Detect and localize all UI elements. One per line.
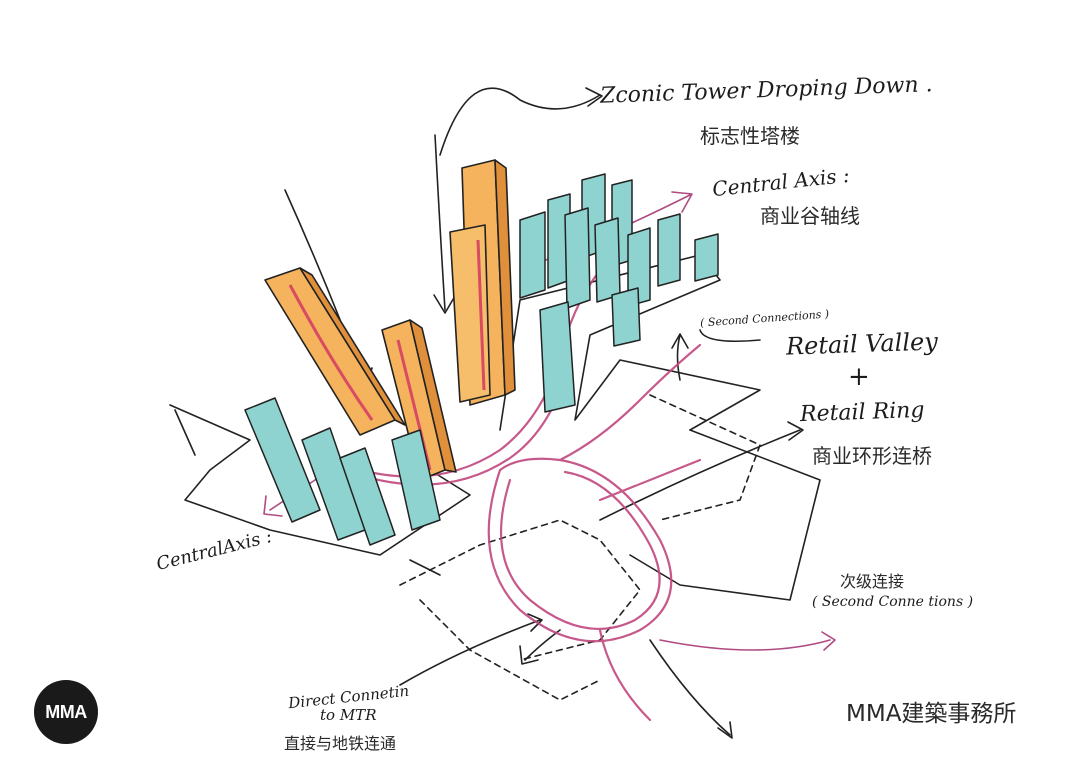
teal-tower-10 — [594, 217, 621, 303]
site-block-left-edge — [174, 409, 196, 456]
retail-ring-connector — [558, 343, 702, 462]
orange-tower-1-stripe — [288, 284, 374, 421]
central-axis-left-arrowhead — [263, 495, 283, 517]
direct-metro-label-line2: to MTR — [320, 706, 377, 724]
secondary-arrow-down — [649, 639, 731, 736]
up-arrow-head — [671, 333, 689, 349]
secondary-connection-label: ( Second Conne tions ) — [812, 594, 974, 610]
site-block-dashed-2 — [649, 394, 761, 521]
teal-tower-3 — [339, 447, 396, 546]
central-axis-top-arrowhead — [671, 191, 693, 213]
up-arrow — [676, 334, 681, 381]
plus-sign: + — [848, 362, 870, 392]
teal-tower-1 — [244, 397, 321, 523]
secondary-arrow-left — [524, 629, 561, 661]
teal-tower-12 — [657, 213, 681, 287]
retail-ring-label-cn: 商业环形连桥 — [812, 444, 932, 468]
teal-tower-5 — [519, 211, 546, 299]
metro-arrowhead — [527, 613, 543, 632]
site-block-dashed-5 — [409, 559, 441, 576]
orange-tower-4-stripe — [476, 239, 486, 391]
mma-logo: MMA — [34, 680, 98, 744]
teal-tower-9 — [564, 207, 591, 309]
retail-ring-loop-2 — [500, 470, 661, 631]
iconic-tower-leader — [439, 87, 601, 156]
site-block-dashed-3 — [629, 429, 821, 601]
metro-arrow — [399, 619, 541, 686]
iconic-tower-arrow-mid — [434, 134, 446, 311]
iconic-tower-arrowhead-mid — [433, 294, 456, 314]
orange-tower-1-side — [299, 267, 406, 426]
secondary-arrow-left-head — [519, 645, 539, 665]
site-block-left — [169, 404, 471, 556]
retail-ring-arrowhead — [787, 421, 804, 441]
secondary-arrow-down-head — [717, 721, 733, 739]
central-axis-top-label-cn: 商业谷轴线 — [760, 204, 860, 228]
teal-tower-11 — [627, 227, 651, 307]
orange-tower-3-side — [494, 159, 516, 396]
secondary-arrow-right-head — [821, 631, 836, 651]
retail-ring-arrow — [599, 429, 801, 521]
site-block-dashed-4 — [419, 599, 601, 701]
iconic-tower-label-cn: 标志性塔楼 — [700, 124, 800, 148]
retail-ring-connector-2 — [598, 458, 702, 502]
direct-metro-label-cn: 直接与地铁连通 — [284, 734, 397, 753]
secondary-connection-label-cn: 次级连接 — [840, 572, 905, 591]
teal-tower-4 — [391, 429, 441, 531]
retail-valley-label: Retail Valley — [785, 327, 939, 361]
secondary-arrow-right — [659, 639, 831, 651]
orange-tower-2-side — [409, 319, 457, 473]
second-connection-leader — [699, 329, 761, 343]
retail-ring-label: Retail Ring — [799, 397, 925, 428]
iconic-tower-leader-head — [585, 87, 603, 107]
teal-tower-15 — [611, 287, 641, 347]
teal-tower-14 — [539, 301, 576, 413]
firm-name: MMA建築事務所 — [846, 701, 1017, 727]
retail-ring-down — [598, 628, 652, 722]
teal-tower-13 — [694, 233, 719, 282]
